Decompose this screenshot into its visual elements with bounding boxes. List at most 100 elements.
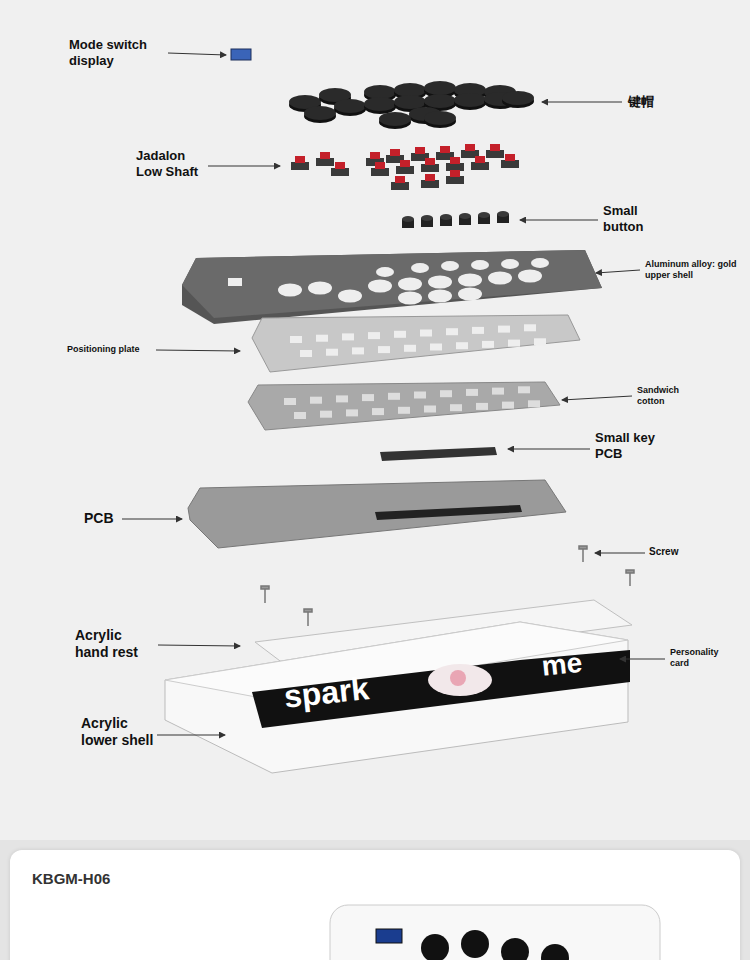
cotton-slot	[336, 395, 348, 402]
plate-slot	[342, 333, 354, 340]
part-label: Aluminum alloy: gold upper shell	[645, 259, 737, 281]
model-name: KBGM-H06	[32, 870, 110, 887]
part-label: Mode switch display	[69, 37, 161, 68]
shell-holes	[228, 258, 549, 305]
shell-hole	[368, 279, 392, 292]
part-label: Acrylic hand rest	[75, 627, 153, 661]
switch-base	[501, 160, 519, 168]
switch-base	[316, 158, 334, 166]
shell-hole	[398, 277, 422, 290]
pcb-board	[188, 480, 566, 548]
keycap	[334, 99, 366, 113]
switch-base	[471, 162, 489, 170]
switch-stem	[465, 144, 475, 151]
plate-slot	[482, 341, 494, 348]
shell-hole	[228, 278, 242, 286]
cotton-slot	[476, 403, 488, 410]
cotton-slot	[294, 412, 306, 419]
keycap	[394, 95, 426, 109]
switch-stem	[295, 156, 305, 163]
shell-hole	[531, 258, 549, 268]
cotton-slot	[372, 408, 384, 415]
switches	[291, 144, 519, 190]
part-label: me	[540, 646, 584, 684]
plate-slot	[300, 350, 312, 357]
plate-slot	[404, 345, 416, 352]
plate-slot	[352, 347, 364, 354]
switch-base	[446, 176, 464, 184]
plate-slots	[284, 324, 546, 419]
keycap	[304, 106, 336, 120]
part-label: Sandwich cotton	[637, 385, 689, 407]
shell-hole	[411, 263, 429, 273]
part-label: Acrylic lower shell	[81, 715, 167, 749]
shell-hole	[471, 260, 489, 270]
device-button	[461, 930, 489, 958]
plate-slot	[378, 346, 390, 353]
shell-hole	[441, 261, 459, 271]
cotton-slot	[518, 386, 530, 393]
cotton-slot	[388, 393, 400, 400]
switch-stem	[440, 146, 450, 153]
shell-hole	[428, 289, 452, 302]
card-ground	[10, 850, 740, 960]
cotton-slot	[450, 404, 462, 411]
shell-hole	[458, 273, 482, 286]
switch-base	[446, 163, 464, 171]
switch-base	[331, 168, 349, 176]
switch-stem	[370, 152, 380, 159]
plate-slot	[472, 327, 484, 334]
small-buttons	[402, 211, 509, 228]
plate-slot	[430, 344, 442, 351]
cotton-slot	[362, 394, 374, 401]
card-art	[450, 670, 466, 686]
part-label: 键帽	[628, 94, 654, 110]
shell-hole	[488, 271, 512, 284]
switch-base	[396, 166, 414, 174]
shell-hole	[501, 259, 519, 269]
keycap	[502, 91, 534, 105]
device-button	[541, 944, 569, 960]
switch-stem	[320, 152, 330, 159]
keycap	[364, 85, 396, 99]
device-button	[421, 934, 449, 960]
shell-hole	[376, 267, 394, 277]
switch-base	[371, 168, 389, 176]
part-label: Screw	[649, 546, 678, 558]
keycap	[454, 93, 486, 107]
keycap	[424, 94, 456, 108]
switch-stem	[395, 176, 405, 183]
switch-base	[291, 162, 309, 170]
keycap	[394, 83, 426, 97]
device-body	[330, 905, 660, 960]
small-button	[421, 215, 433, 221]
small-button	[459, 213, 471, 219]
plate-slot	[498, 326, 510, 333]
keycap	[364, 97, 396, 111]
switch-stem	[450, 170, 460, 177]
cotton-slot	[492, 388, 504, 395]
pcb-strip	[375, 505, 522, 520]
positioning-plate	[252, 315, 580, 372]
small-button	[497, 211, 509, 217]
plate-slot	[534, 338, 546, 345]
plate-slot	[524, 324, 536, 331]
shell-hole	[308, 281, 332, 294]
switch-stem	[475, 156, 485, 163]
cotton-slot	[414, 392, 426, 399]
switch-stem	[375, 162, 385, 169]
cotton-slot	[440, 390, 452, 397]
plate-slot	[420, 330, 432, 337]
shell-hole	[338, 289, 362, 302]
small-key-pcb	[380, 447, 497, 461]
device-preview	[330, 905, 660, 960]
switch-stem	[490, 144, 500, 151]
plate-slot	[446, 328, 458, 335]
switch-stem	[425, 158, 435, 165]
cotton-slot	[398, 407, 410, 414]
switch-stem	[450, 157, 460, 164]
switch-stem	[390, 149, 400, 156]
keycap	[424, 81, 456, 95]
plate-slot	[394, 331, 406, 338]
plate-slot	[368, 332, 380, 339]
